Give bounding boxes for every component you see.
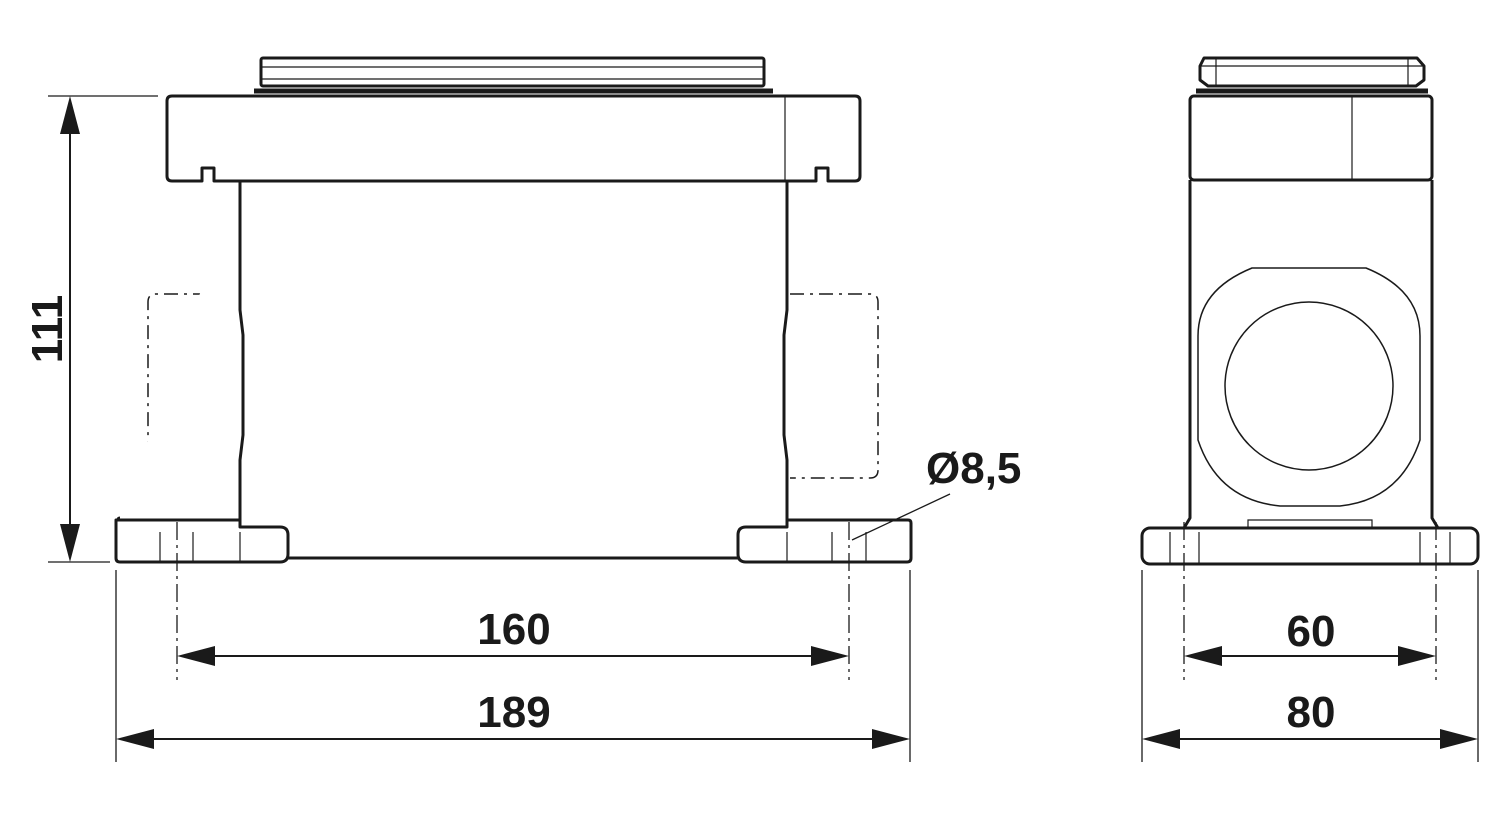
overall-width-side-label: 80 [1287,688,1336,737]
side-view [1140,56,1480,680]
side-cable-entry-boss [1197,267,1421,507]
front-right-phantom-entry [790,293,879,479]
side-upper-housing [1188,94,1434,182]
dimension-hole-spacing-front: 160 [177,605,849,666]
hole-diameter-label: Ø8,5 [926,444,1021,493]
dimension-overall-width-side: 80 [1141,570,1479,762]
hole-spacing-front-label: 160 [477,605,550,654]
dimension-overall-width-front: 189 [115,570,911,762]
overall-width-front-label: 189 [477,688,550,737]
side-cover [1196,56,1428,94]
front-right-foot [736,518,913,564]
front-view [114,56,913,680]
front-lower-body [116,181,789,529]
dimension-height: 111 [23,95,158,563]
side-cable-entry-hole [1224,301,1394,471]
dimension-hole-spacing-side: 60 [1184,607,1436,666]
front-upper-housing [165,94,862,183]
height-label: 111 [23,295,72,364]
front-left-foot [114,518,290,564]
hole-spacing-side-label: 60 [1287,607,1336,656]
dimension-hole-diameter: Ø8,5 [851,444,1021,541]
front-cover [254,56,773,94]
side-foot [1140,519,1480,566]
